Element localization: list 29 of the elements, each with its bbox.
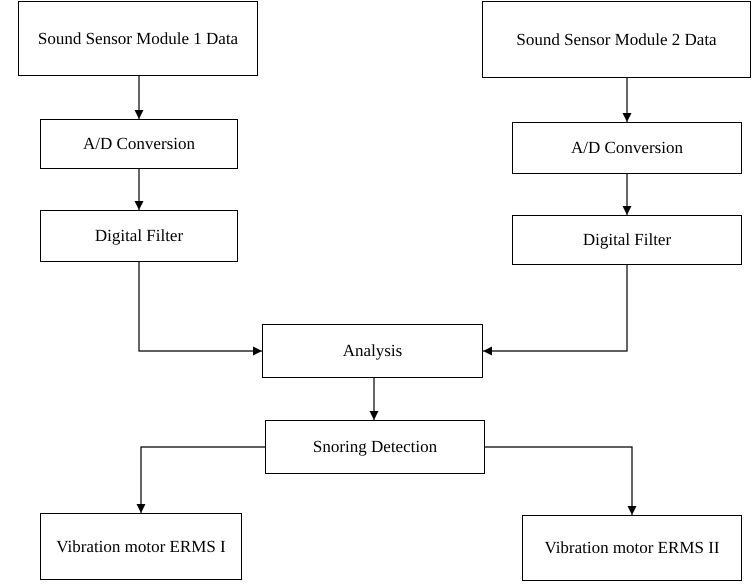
process-box xyxy=(18,1,258,76)
box-label: A/D Conversion xyxy=(571,137,683,159)
process-box xyxy=(40,119,238,169)
box-label: Digital Filter xyxy=(582,229,672,251)
arrow xyxy=(622,174,632,215)
process-box xyxy=(40,210,238,262)
process-box xyxy=(512,122,742,174)
arrow xyxy=(370,378,378,420)
process-box xyxy=(262,324,483,378)
box-label: Digital Filter xyxy=(94,225,184,247)
arrow xyxy=(134,76,144,119)
box-label: Analysis xyxy=(342,340,402,362)
process-box xyxy=(265,420,485,474)
process-box xyxy=(482,1,751,78)
box-label: Sound Sensor Module 2 Data xyxy=(516,28,717,50)
process-box xyxy=(512,215,742,265)
arrow xyxy=(485,446,636,515)
arrow xyxy=(134,169,144,210)
box-label: Snoring Detection xyxy=(312,436,438,458)
arrow xyxy=(483,265,628,356)
arrow xyxy=(622,78,632,122)
process-box xyxy=(522,515,742,581)
arrow xyxy=(138,262,262,356)
arrow xyxy=(136,446,265,513)
box-label: Vibration motor ERMS II xyxy=(544,537,720,559)
box-label: Vibration motor ERMS I xyxy=(56,536,226,558)
box-label: Sound Sensor Module 1 Data xyxy=(38,28,238,50)
box-label: A/D Conversion xyxy=(83,133,195,155)
process-box xyxy=(40,513,242,580)
